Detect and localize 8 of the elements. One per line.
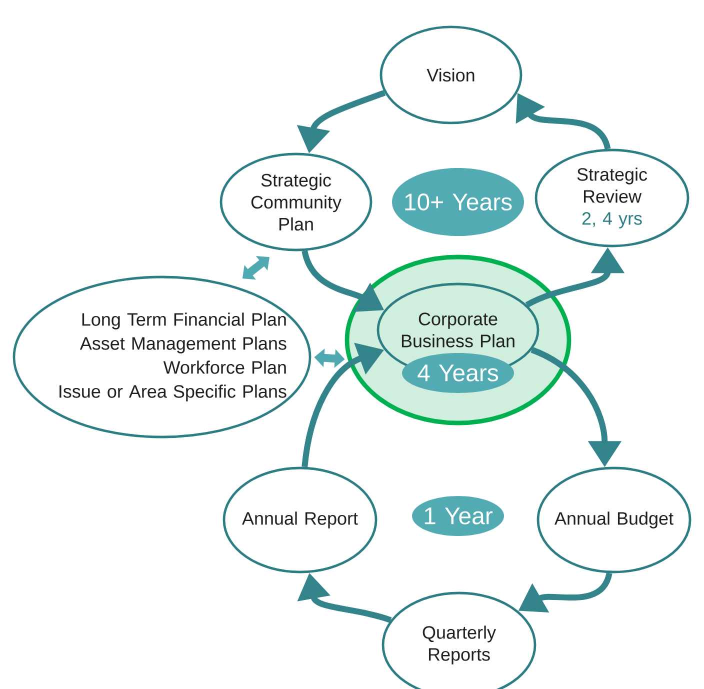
time-badge: 1 Year: [412, 496, 504, 536]
ellipse-node: Vision: [380, 26, 522, 124]
ellipse-node: Strategic Review 2, 4 yrs: [534, 148, 690, 248]
time-badge: 4 Years: [402, 353, 514, 393]
ellipse-node: Strategic Community Plan: [220, 152, 372, 252]
ellipse-node: Annual Report: [222, 466, 378, 574]
time-badge: 10+ Years: [392, 168, 524, 236]
ellipse-node: Annual Budget: [536, 466, 692, 574]
